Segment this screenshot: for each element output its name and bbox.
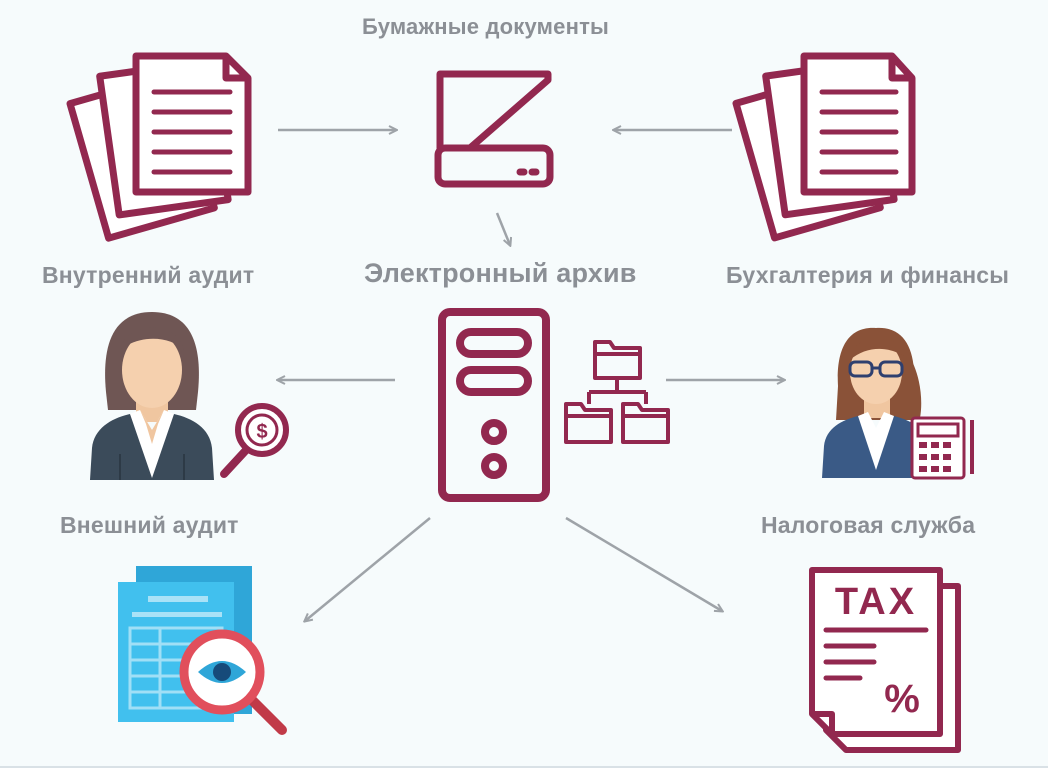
- bottom-divider: [0, 766, 1048, 768]
- scanner-icon: [434, 70, 554, 188]
- internal-auditor-avatar: [90, 312, 214, 480]
- audit-document-magnifier-icon: [118, 566, 287, 735]
- accountant-avatar: [822, 327, 930, 478]
- arrow-scanner-to-archive: [495, 212, 510, 245]
- dollar-magnifier-icon: $: [220, 403, 289, 478]
- label-accounting-finance: Бухгалтерия и финансы: [726, 262, 1010, 288]
- folder-tree-icon: [564, 340, 670, 444]
- paper-documents-icon-right: [732, 52, 916, 242]
- percent-sign: %: [884, 677, 920, 721]
- arrows: [278, 130, 784, 621]
- label-external-audit: Внешний аудит: [60, 512, 239, 538]
- tax-document-icon: TAX %: [809, 567, 961, 753]
- tax-text: TAX: [835, 581, 917, 623]
- arrow-archive-to-external-audit: [305, 517, 431, 621]
- label-paper-documents: Бумажные документы: [362, 14, 610, 39]
- paper-documents-icon-left: [66, 52, 252, 242]
- label-tax-service: Налоговая служба: [761, 512, 976, 538]
- label-internal-audit: Внутренний аудит: [42, 262, 255, 288]
- calculator-icon: [910, 416, 974, 480]
- arrow-archive-to-tax: [565, 516, 722, 611]
- dollar-sign: $: [256, 421, 267, 443]
- server-icon: [438, 308, 550, 502]
- label-electronic-archive: Электронный архив: [364, 258, 637, 288]
